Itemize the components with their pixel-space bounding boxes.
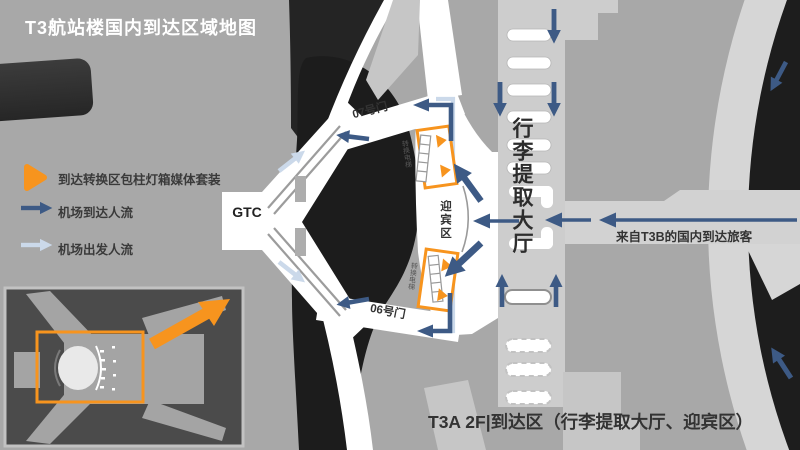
page-title: T3航站楼国内到达区域地图 [25, 18, 258, 38]
legend-icons [21, 164, 53, 252]
core-door-tab [295, 176, 306, 202]
baggage-carousel-l [541, 186, 553, 208]
arrival-arrow-hall-cross-head [545, 212, 562, 228]
escalator-icon [415, 134, 432, 183]
top-left-building [0, 58, 94, 123]
baggage-carousel [506, 83, 552, 97]
media-triangle-icon [437, 288, 448, 302]
floor-caption: T3A 2F|到达区（行李提取大厅、迎宾区） [428, 412, 754, 432]
inset-highlight-rect [35, 330, 145, 404]
baggage-carousel-planned [505, 362, 552, 377]
arrival-elbow-07 [427, 102, 454, 141]
inset-overview-map [3, 286, 245, 448]
media-triangle-icon [440, 164, 451, 178]
gray-wedge-north [366, 0, 420, 100]
baggage-carousel-planned [505, 390, 552, 405]
ring-road-gap [744, 242, 800, 300]
baggage-carousels [504, 28, 553, 405]
legend-item-arrival-flow: 机场到达人流 [58, 206, 134, 220]
walkway-ring-south [318, 288, 373, 450]
inset-ring-arc [95, 345, 102, 391]
legend-item-departure-flow: 机场出发人流 [58, 243, 134, 257]
arrival-flows [335, 9, 797, 382]
walkway-north-spur [417, 0, 462, 100]
core-door-tab [295, 228, 306, 256]
gtc-label: GTC [232, 204, 262, 220]
baggage-carousel [506, 28, 552, 42]
welcome-area-arc [461, 185, 470, 253]
baggage-carousel [506, 161, 552, 175]
arrival-elbow-06 [431, 293, 453, 334]
baggage-carousel [506, 56, 552, 70]
inset-wing-se [142, 400, 226, 441]
arrival-arrow-welcome-head [473, 213, 490, 229]
arrival-arrow-from-t3b-head [599, 212, 616, 228]
arrival-elbow-06-head [417, 324, 433, 338]
baggage-hall-step [565, 0, 598, 40]
baggage-carousel-l [509, 238, 553, 249]
gtc-funnel [222, 100, 366, 345]
baggage-hall-step [597, 0, 618, 13]
arrival-elbow-07-head [413, 98, 429, 112]
baggage-hall-label: 行李提取大厅 [510, 117, 533, 255]
media-box-gate07 [415, 124, 459, 190]
baggage-carousel-planned [505, 338, 552, 353]
welcome-area-label: 迎宾区 [439, 200, 451, 241]
inset-details [100, 346, 116, 391]
baggage-carousel [506, 110, 552, 124]
inset-core [58, 346, 98, 390]
inset-core-arc [54, 349, 61, 387]
baggage-hall-south [583, 418, 640, 450]
legend-item-media-package: 到达转换区包柱灯箱媒体套装 [58, 173, 221, 187]
media-package-triangle-icon [24, 164, 47, 191]
media-triangle-icon [435, 134, 447, 148]
inset-wing-nw [26, 291, 95, 348]
from-t3b-note: 来自T3B的国内到达旅客 [616, 230, 753, 244]
inset-orange-arrow-head [198, 299, 230, 326]
media-triangle-icon [441, 258, 453, 272]
corridor-from-t3b [563, 190, 800, 244]
gray-wedge-south [424, 380, 486, 450]
baggage-carousel-active [504, 289, 552, 305]
gtc-lane-lines [267, 125, 347, 317]
baggage-carousel [506, 138, 552, 152]
inset-orange-arrow-shaft [149, 306, 212, 350]
